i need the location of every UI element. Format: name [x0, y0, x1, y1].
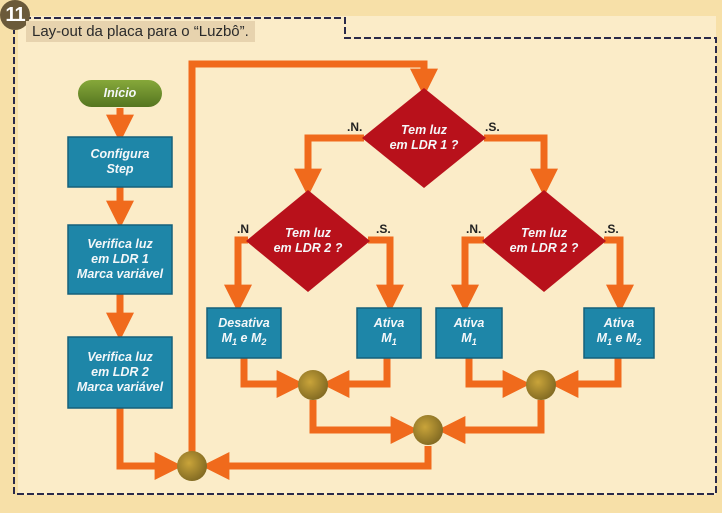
arrow-final-main: [201, 446, 432, 480]
arrow-d1-no: [294, 134, 364, 197]
d2r-no-label: .N.: [466, 222, 482, 236]
decision-ldr1-line-2: em LDR 1 ?: [389, 138, 459, 152]
arrow-d2l-no: [224, 236, 252, 313]
figure-number-badge: 11: [0, 0, 30, 30]
enable-m1-left-line-2: M1: [381, 331, 397, 347]
arrow-ativa1-merge: [321, 356, 391, 398]
check-ldr2-line-3: Marca variável: [76, 380, 164, 394]
decision-ldr2-left-line-2: em LDR 2 ?: [273, 241, 343, 255]
configure-box: [67, 136, 173, 188]
configure-line-1: Configura: [90, 147, 150, 161]
arrow-d2l-yes: [368, 236, 404, 313]
decision-ldr2-right-line-1: Tem luz: [520, 226, 568, 240]
decision-ldr1: [362, 88, 486, 188]
arrow-ativa1r-merge: [465, 356, 531, 398]
check-ldr1-line-1: Verifica luz: [87, 237, 153, 251]
decision-ldr2-right-label: Tem luz em LDR 2 ?: [494, 221, 594, 261]
start-label: Início: [78, 80, 162, 107]
d1-no-label: .N.: [347, 120, 363, 134]
start-text: Início: [103, 86, 137, 100]
decision-ldr2-left-label: Tem luz em LDR 2 ?: [258, 221, 358, 261]
decision-ldr1-label: Tem luz em LDR 1 ?: [374, 118, 474, 158]
arrow-disable-merge: [240, 356, 305, 398]
enable-m1-left-label: Ativa M1: [357, 308, 421, 358]
connector-middle: [413, 415, 443, 445]
arrow-d2r-no: [451, 236, 484, 313]
d2r-yes-label: .S.: [604, 222, 619, 236]
enable-m1-right-line-1: Ativa: [453, 316, 485, 330]
enable-both-label: Ativa M1 e M2: [584, 308, 654, 358]
enable-m1-left-line-1: Ativa: [373, 316, 405, 330]
check-ldr2-label: Verifica luz em LDR 2 Marca variável: [68, 337, 172, 408]
check-ldr1-line-3: Marca variável: [76, 267, 164, 281]
dashed-border: [13, 17, 717, 495]
check-ldr2-line-1: Verifica luz: [87, 350, 153, 364]
configure-label: Configura Step: [68, 137, 172, 187]
d1-yes-label: .S.: [485, 120, 500, 134]
check-ldr1-box: [67, 224, 173, 295]
disable-both-label: Desativa M1 e M2: [207, 308, 281, 358]
decision-ldr2-right: [482, 190, 606, 292]
enable-m1-left-box: [356, 307, 422, 359]
check-ldr1-label: Verifica luz em LDR 1 Marca variável: [68, 225, 172, 294]
connector-right: [526, 370, 556, 400]
check-ldr1-line-2: em LDR 1: [91, 252, 149, 266]
disable-both-box: [206, 307, 282, 359]
enable-both-line-1: Ativa: [603, 316, 635, 330]
start-terminator: [78, 80, 162, 107]
arrow-ldr2-merge: [116, 408, 183, 480]
enable-both-box: [583, 307, 655, 359]
d2l-no-label: .N: [237, 222, 249, 236]
enable-m1-right-box: [435, 307, 503, 359]
disable-both-line-1: Desativa: [218, 316, 270, 330]
check-ldr2-box: [67, 336, 173, 409]
disable-both-line-2: M1 e M2: [221, 331, 267, 347]
connector-left: [298, 370, 328, 400]
decision-ldr1-line-1: Tem luz: [400, 123, 448, 137]
arrow-d1-yes: [484, 134, 558, 197]
enable-m1-right-label: Ativa M1: [436, 308, 502, 358]
decision-ldr2-left-line-1: Tem luz: [284, 226, 332, 240]
figure-caption: Lay-out da placa para o “Luzbô”.: [26, 21, 255, 42]
decision-ldr2-left: [246, 190, 370, 292]
arrow-mergeL-final: [309, 400, 419, 444]
arrow-mergeR-final: [437, 400, 545, 444]
d2l-yes-label: .S.: [376, 222, 391, 236]
enable-m1-right-line-2: M1: [461, 331, 477, 347]
connector-main: [177, 451, 207, 481]
enable-both-line-2: M1 e M2: [596, 331, 642, 347]
decision-ldr2-right-line-2: em LDR 2 ?: [509, 241, 579, 255]
arrow-d2r-yes: [604, 236, 634, 313]
configure-line-2: Step: [106, 162, 134, 176]
check-ldr2-line-2: em LDR 2: [91, 365, 149, 379]
arrow-loop-back: [188, 60, 438, 452]
arrow-ativaboth-merge: [550, 356, 622, 398]
